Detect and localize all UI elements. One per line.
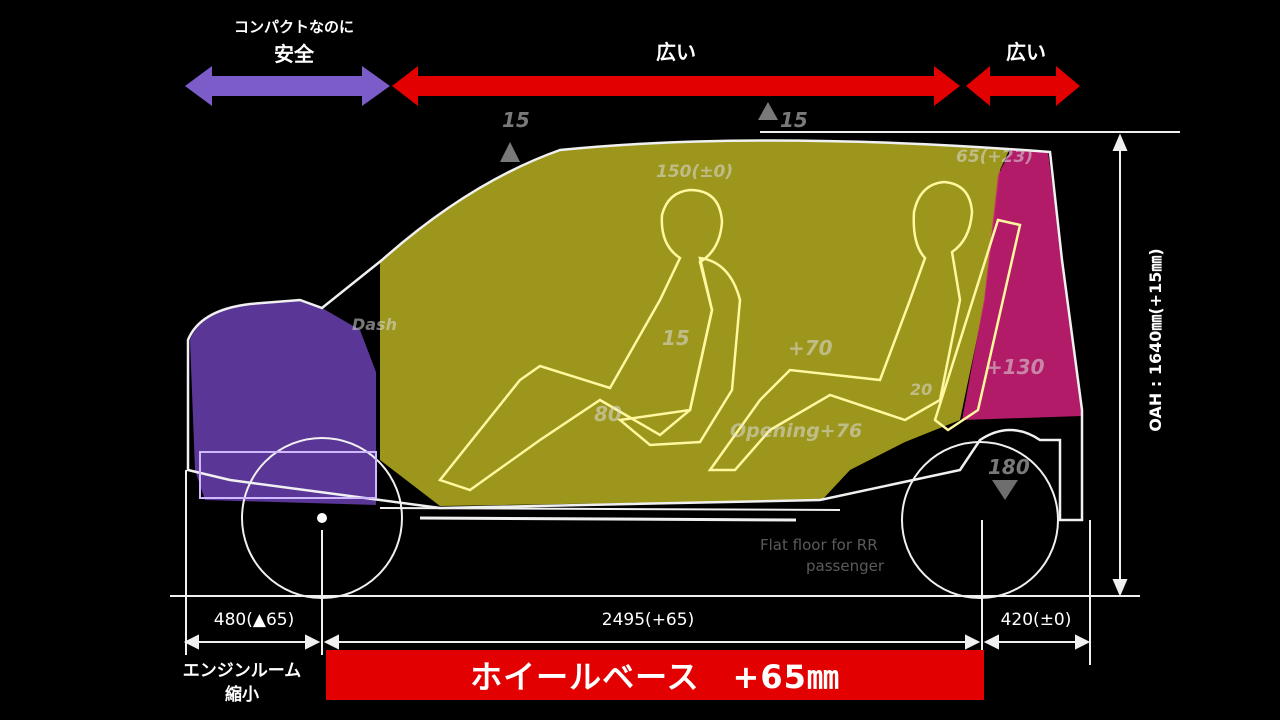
cabin-zone	[380, 140, 1010, 506]
rear-overhang-dimension: 420(±0)	[1000, 610, 1072, 630]
floor-line	[379, 507, 841, 511]
roof-front-triangle	[500, 142, 520, 162]
wheelbase-banner: ホイールベース +65㎜	[326, 650, 984, 700]
dash-annotation: Dash	[352, 315, 397, 334]
luggage-annotation: +130	[986, 355, 1045, 379]
front-zone-arrow	[185, 66, 390, 106]
seat-front-annotation: 15	[662, 326, 690, 350]
rear-zone-label: 広い	[1006, 40, 1046, 64]
roof-rear-annotation: 15	[780, 108, 808, 132]
engine-room-label-line2: 縮小	[225, 685, 259, 705]
headroom-rear-annotation: 65(+23)	[956, 147, 1034, 167]
roof-rear-triangle	[758, 102, 778, 120]
overall-height-dimension: OAH : 1640㎜(+15㎜)	[1146, 248, 1165, 432]
rear-wheel	[901, 441, 1059, 599]
legroom-annotation: +70	[788, 336, 833, 360]
rear-zone-arrow	[966, 66, 1080, 106]
rear-occupant	[707, 180, 974, 472]
front-overhang-dimension: 480(▲65)	[213, 610, 295, 630]
wheelbase-dimension: 2495(+65)	[601, 610, 695, 630]
rear-seat	[933, 218, 1022, 432]
cabin-zone-label: 広い	[656, 40, 696, 64]
engine-floor-bar	[199, 451, 377, 499]
front-zone-label-line1: コンパクトなのに	[233, 18, 355, 36]
luggage-floor-annotation: 180	[988, 455, 1030, 479]
floor-drop-triangle	[992, 480, 1018, 500]
front-occupant	[437, 188, 724, 492]
opening-annotation: Opening+76	[730, 420, 863, 442]
knee-front-annotation: 80	[594, 402, 622, 426]
front-seat	[617, 256, 742, 447]
floor-line-lower	[419, 516, 797, 522]
wheelbase-banner-text: ホイールベース +65㎜	[470, 658, 840, 696]
headroom-front-annotation: 150(±0)	[656, 162, 734, 182]
cabin-zone-arrow	[392, 66, 960, 106]
engine-room-label-line1: エンジンルーム	[182, 661, 302, 681]
dimension-lines	[183, 133, 1128, 665]
rear-seat-annotation: 20	[910, 380, 933, 399]
front-wheel-center	[317, 513, 327, 523]
roof-front-annotation: 15	[502, 108, 530, 132]
engine-zone	[190, 300, 376, 505]
front-zone-label-line2: 安全	[274, 42, 314, 66]
car-body-outline	[186, 139, 1084, 522]
flat-floor-line1: Flat floor for RR	[760, 536, 878, 554]
flat-floor-line2: passenger	[806, 557, 884, 575]
